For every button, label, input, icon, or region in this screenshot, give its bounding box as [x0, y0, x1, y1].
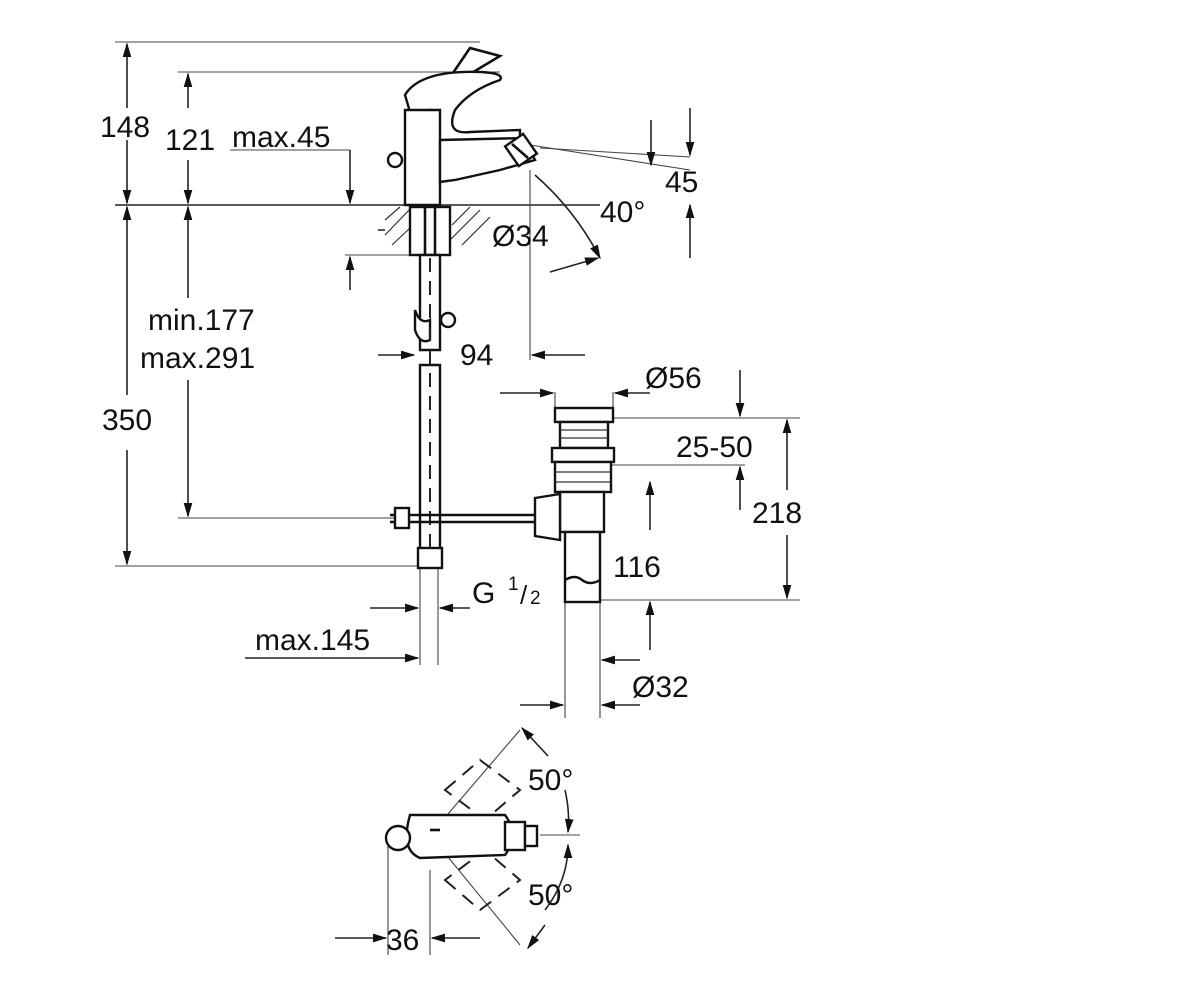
svg-text:2: 2: [530, 588, 541, 609]
dimension-labels: 148 121 max.45 45 40° Ø34 min.177 max.29…: [100, 111, 802, 957]
dim-g-half-inch: G 1 / 2: [472, 574, 541, 610]
svg-text:G: G: [472, 577, 495, 610]
dim-25-50: 25-50: [676, 431, 753, 464]
dim-121: 121: [165, 124, 215, 157]
mixer-body: [386, 46, 539, 207]
top-view: [384, 758, 539, 912]
dim-148: 148: [100, 111, 150, 144]
dim-max-45: max.45: [232, 121, 330, 154]
dim-diameter-32: Ø32: [632, 671, 689, 704]
dimension-arrows: [122, 42, 792, 950]
dim-218: 218: [752, 497, 802, 530]
extension-lines: [115, 41, 800, 955]
dim-350: 350: [102, 404, 152, 437]
dim-diameter-56: Ø56: [645, 362, 702, 395]
dim-40-degrees: 40°: [600, 196, 645, 229]
dim-45: 45: [665, 166, 698, 199]
dim-36: 36: [386, 924, 419, 957]
dim-94: 94: [460, 339, 493, 372]
dim-116: 116: [613, 551, 661, 584]
svg-text:1: 1: [508, 574, 519, 595]
pop-up-rod: [390, 506, 545, 530]
basin-section: [384, 205, 491, 260]
dim-max-145: max.145: [255, 624, 370, 657]
dim-50-degrees-top: 50°: [528, 764, 573, 797]
svg-text:/: /: [520, 580, 528, 610]
dim-max-291: max.291: [140, 342, 255, 375]
supply-hoses: [413, 253, 457, 570]
dim-diameter-34: Ø34: [492, 220, 549, 253]
dim-min-177: min.177: [148, 304, 255, 337]
waste-set: [533, 406, 616, 604]
dim-50-degrees-bottom: 50°: [528, 879, 573, 912]
